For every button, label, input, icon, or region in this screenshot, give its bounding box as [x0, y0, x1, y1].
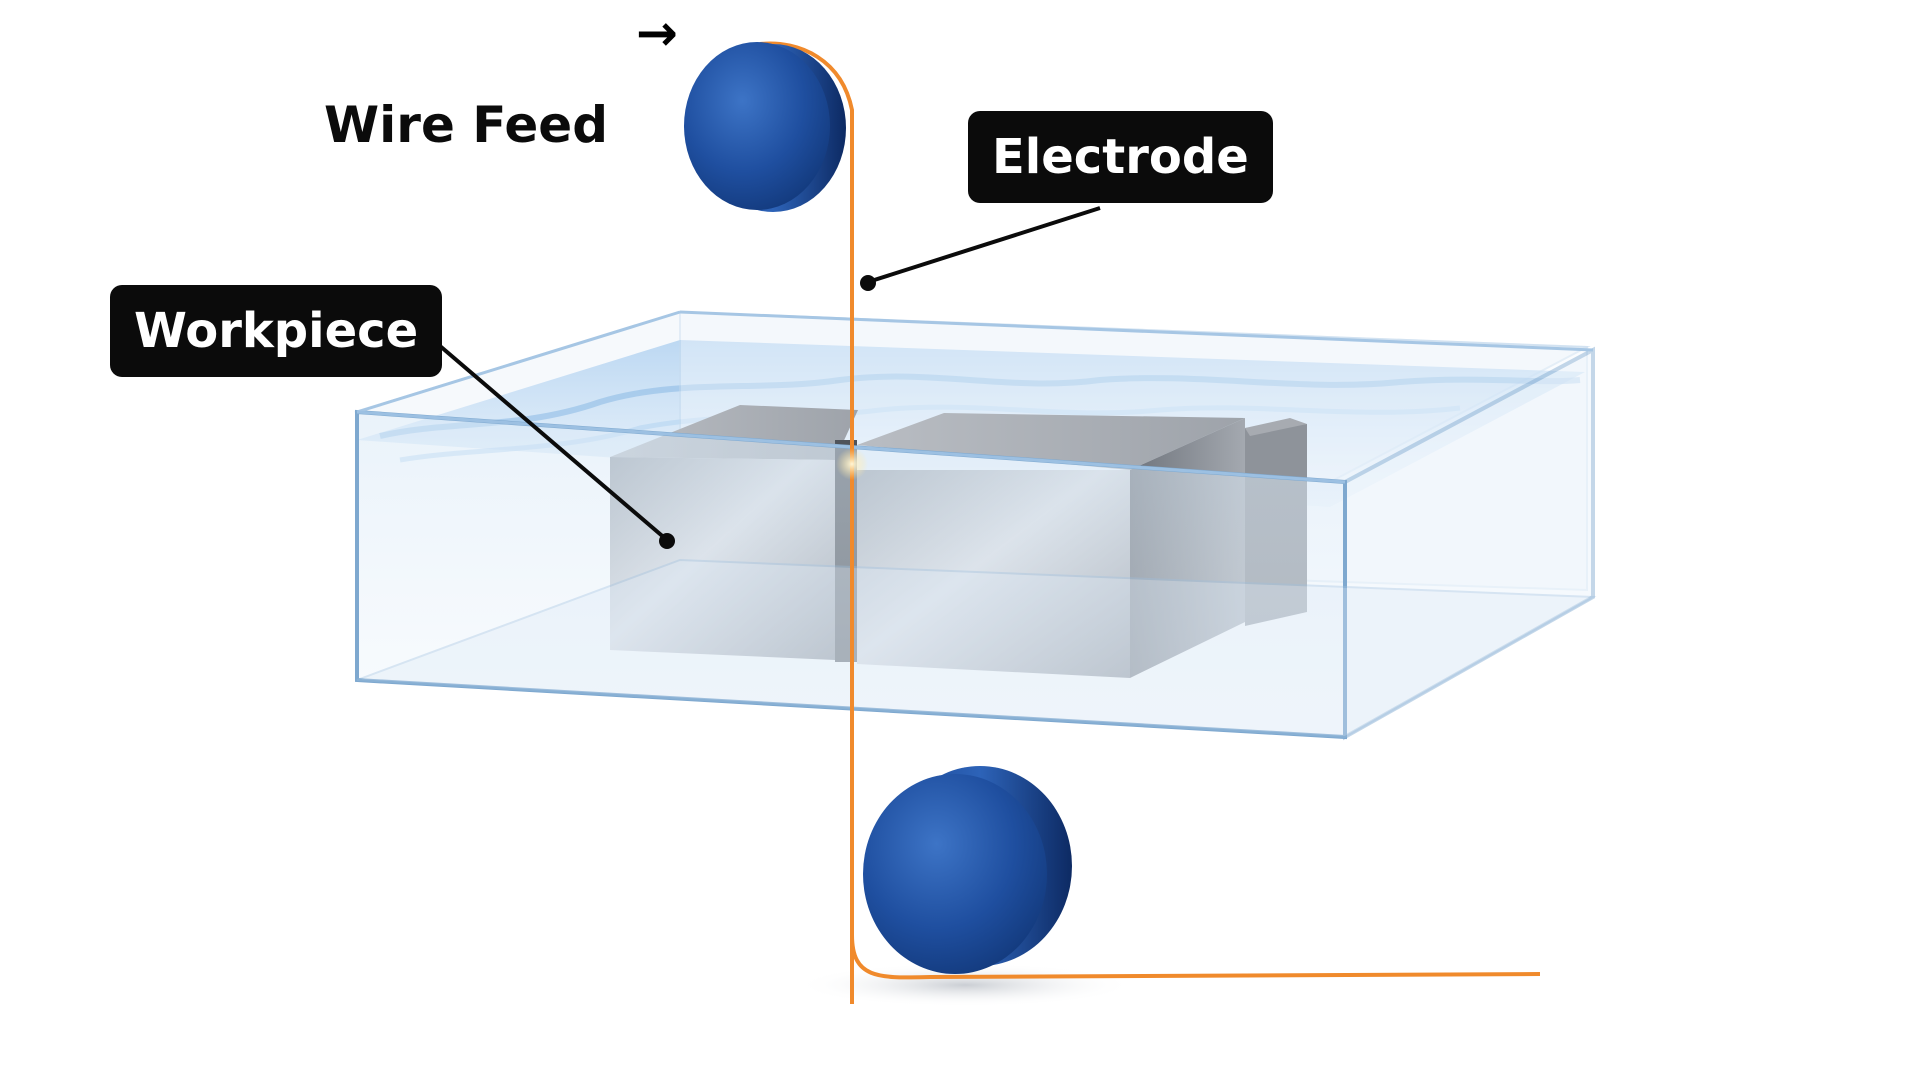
upper-spool — [684, 42, 846, 212]
tank-edge — [356, 310, 681, 414]
leader-lines — [438, 206, 1101, 549]
spark-point — [836, 448, 868, 480]
water-ripple — [379, 373, 1581, 439]
wire-vertical — [759, 41, 854, 1004]
tank-right-wall — [1343, 346, 1595, 741]
upper-spool-face — [684, 42, 830, 210]
workpiece-top-right — [857, 413, 1245, 470]
tank-edge — [679, 310, 1594, 352]
electrode-leader-line — [867, 206, 1101, 284]
workpiece-leader-dot — [659, 533, 675, 549]
workpiece-label: Workpiece — [110, 285, 443, 377]
feed-direction-arrow-icon: → — [636, 4, 678, 62]
workpiece-leader-line — [438, 344, 669, 542]
wire-exit — [850, 934, 1541, 980]
electrode-label: Electrode — [968, 111, 1273, 203]
wire-feed-label: Wire Feed — [324, 96, 609, 154]
wire-electrode — [759, 41, 1541, 1004]
lower-spool — [863, 766, 1072, 974]
electrode-leader-dot — [860, 275, 876, 291]
tank-floor — [356, 558, 1597, 739]
workpiece-back-block-top — [1245, 418, 1307, 436]
lower-spool-face — [863, 774, 1047, 974]
